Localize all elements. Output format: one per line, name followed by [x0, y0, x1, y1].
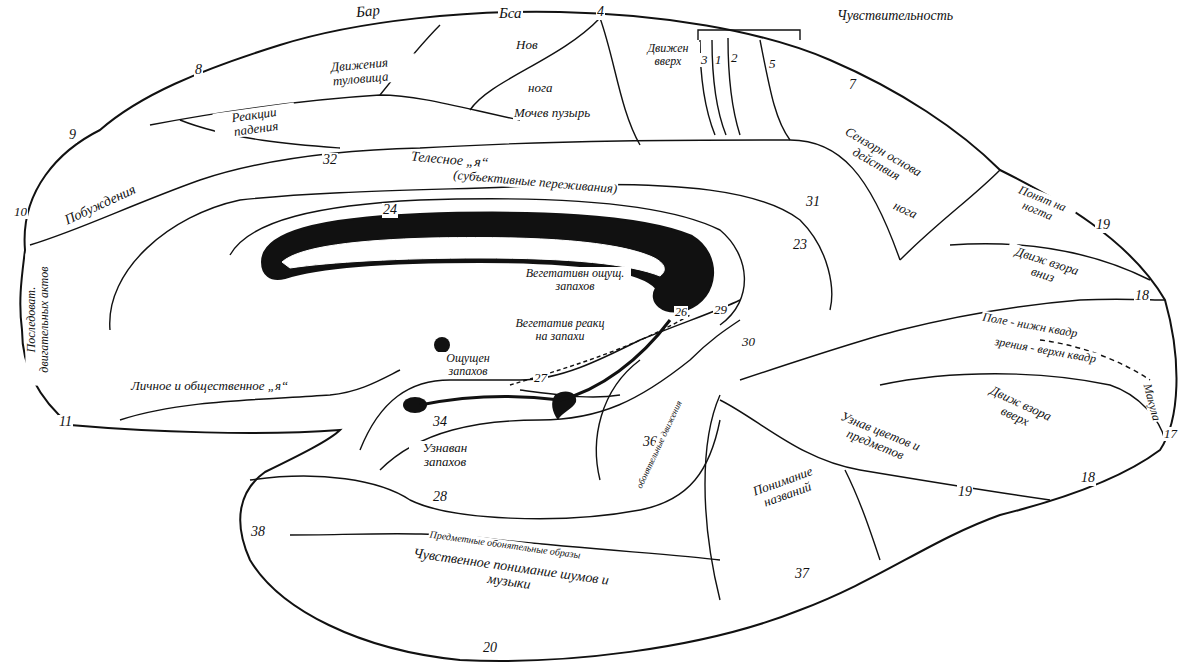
- area-label: Чувственное понимание шумов и музыки: [408, 546, 612, 603]
- area-label: Узнаван запахов: [409, 441, 481, 468]
- sulcus-line: [600, 18, 640, 145]
- area-number: 32: [322, 153, 338, 168]
- area-label: (субъективные переживания): [452, 168, 619, 196]
- area-number: 9: [68, 128, 77, 143]
- corpus-callosum: [262, 213, 713, 312]
- area-label: Телесное „я“: [410, 150, 491, 172]
- area-number: 18: [1080, 471, 1096, 486]
- area-number: 3: [700, 53, 709, 67]
- area-label: Узнав цветов и предметов: [821, 404, 935, 471]
- area-label: Вегетатив реакц на запахи: [509, 317, 611, 342]
- area-label: Последоват. двигательных актов: [25, 254, 50, 386]
- area-label: Движ взора вверх: [975, 380, 1061, 439]
- area-number: 8: [194, 63, 203, 78]
- area-label: Реакции падения: [213, 102, 298, 140]
- area-label: нога: [890, 198, 920, 222]
- area-number: 7: [848, 78, 857, 93]
- anatomy-dot: [434, 337, 450, 353]
- area-label: Движения туловища: [303, 53, 417, 90]
- area-label: Вегетативн ощущ. запахов: [519, 267, 631, 292]
- area-number: 17: [1163, 427, 1178, 441]
- area-number: 31: [805, 195, 821, 210]
- area-number: 10: [13, 205, 28, 219]
- area-label: Чувствительность: [836, 9, 954, 24]
- area-label: Движен вверх: [636, 42, 700, 67]
- area-label: нога: [527, 81, 554, 95]
- bracket: [698, 30, 800, 40]
- area-number: 23: [792, 238, 808, 253]
- area-number: 34: [432, 415, 448, 430]
- area-number: 11: [58, 415, 73, 430]
- area-number: 4: [596, 5, 605, 20]
- area-number: 28: [432, 490, 448, 505]
- area-number: 2: [730, 51, 739, 65]
- sulcus-line: [845, 470, 880, 560]
- area-label: Понят на ногта: [1002, 179, 1078, 229]
- area-number: 29: [713, 303, 728, 317]
- area-label: зрения - верхн квадр: [993, 335, 1099, 366]
- area-label: Понимание названий: [742, 461, 828, 515]
- sulcus-line: [596, 360, 640, 480]
- sulcus-line: [510, 315, 690, 385]
- sulcus-line: [880, 374, 1165, 440]
- sulcus-line: [380, 320, 740, 470]
- area-number: 26: [674, 306, 688, 319]
- sulcus-line: [470, 18, 600, 110]
- sulcus-line: [705, 395, 720, 600]
- area-number: 27: [533, 371, 548, 385]
- brain-outline: [20, 12, 1176, 661]
- area-number: 18: [1134, 289, 1150, 304]
- area-label: Макула: [1141, 381, 1163, 423]
- area-number: 20: [482, 641, 498, 656]
- area-label: Ощущен запахов: [432, 352, 504, 377]
- area-number: 38: [250, 525, 266, 540]
- sulcus-line: [120, 370, 400, 420]
- area-label: Личное и общественное „я“: [130, 379, 289, 393]
- sulcus-line: [700, 38, 790, 140]
- area-label: Мочев пузырь: [513, 106, 591, 120]
- area-number: 19: [957, 485, 973, 500]
- area-label: Бса: [498, 6, 523, 22]
- sulcus-line: [150, 95, 520, 125]
- sulcus-line: [360, 300, 740, 450]
- area-number: 19: [1095, 218, 1111, 233]
- sulcus-line: [110, 184, 832, 330]
- sulcus-line: [230, 199, 744, 325]
- area-number: 37: [794, 567, 810, 582]
- area-number: 24: [382, 203, 398, 218]
- area-number: 1: [714, 53, 723, 67]
- area-label: Движ взора вниз: [1002, 242, 1088, 293]
- area-number: 30: [741, 335, 756, 349]
- sulcus-line: [740, 299, 1165, 380]
- area-label: Нов: [515, 38, 539, 52]
- area-number: 5: [768, 57, 777, 71]
- area-label: Побуждения: [62, 182, 139, 229]
- area-label: Бар: [354, 3, 381, 21]
